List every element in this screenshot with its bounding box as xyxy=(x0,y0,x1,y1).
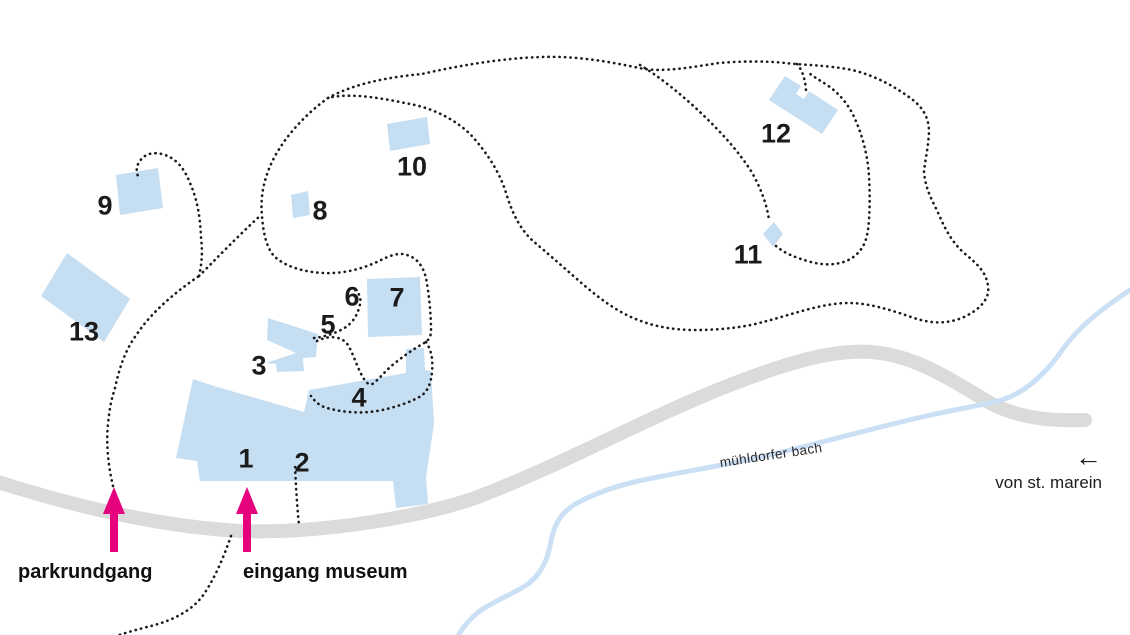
building-3-5 xyxy=(266,318,318,372)
trail-loop-building8 xyxy=(260,96,433,344)
building-12 xyxy=(769,76,838,134)
left-arrow-icon: ← xyxy=(1075,442,1102,472)
trail-leader-building2 xyxy=(293,465,301,527)
building-label-6: 6 xyxy=(344,281,360,312)
building-label-2: 2 xyxy=(294,447,310,478)
trail-v-connector xyxy=(315,335,428,386)
road xyxy=(0,344,1092,539)
building-label-10: 10 xyxy=(396,151,428,182)
trail-south-exit xyxy=(115,534,233,635)
direction-text: von st. marein xyxy=(995,473,1102,492)
building-11 xyxy=(763,222,783,247)
eingang-arrow-icon xyxy=(236,487,258,552)
building-label-12: 12 xyxy=(760,118,792,149)
building-1-2-main xyxy=(176,348,434,508)
trail-parkrundgang xyxy=(105,274,201,488)
building-label-1: 1 xyxy=(238,443,254,474)
direction-note: ← von st. marein xyxy=(995,442,1102,492)
building-7 xyxy=(367,277,422,337)
building-10 xyxy=(387,117,430,151)
trail-diagonal xyxy=(197,213,263,278)
building-9 xyxy=(116,168,163,215)
eingang-museum-label: eingang museum xyxy=(243,561,408,583)
parkrundgang-label: parkrundgang xyxy=(18,561,153,583)
parkrundgang-arrow-icon xyxy=(103,487,125,552)
trails xyxy=(105,55,990,635)
entrance-arrows xyxy=(103,487,258,552)
buildings xyxy=(41,76,838,508)
building-label-7: 7 xyxy=(389,282,405,313)
trail-to-building11 xyxy=(638,63,771,222)
building-label-13: 13 xyxy=(68,316,100,347)
trail-spur-building6 xyxy=(312,291,362,340)
building-13 xyxy=(41,253,130,342)
building-label-8: 8 xyxy=(312,195,328,226)
building-label-11: 11 xyxy=(733,239,763,270)
trail-loop-building9 xyxy=(135,151,204,278)
trail-big-loop xyxy=(326,55,990,332)
trail-building12-entrance xyxy=(795,62,808,92)
building-label-9: 9 xyxy=(97,190,113,221)
trail-below-building4 xyxy=(309,340,434,414)
building-label-4: 4 xyxy=(351,382,367,413)
building-label-3: 3 xyxy=(251,350,267,381)
trail-around-building12 xyxy=(774,70,871,266)
building-8 xyxy=(291,191,310,218)
stream xyxy=(455,287,1130,635)
building-label-5: 5 xyxy=(320,309,336,340)
